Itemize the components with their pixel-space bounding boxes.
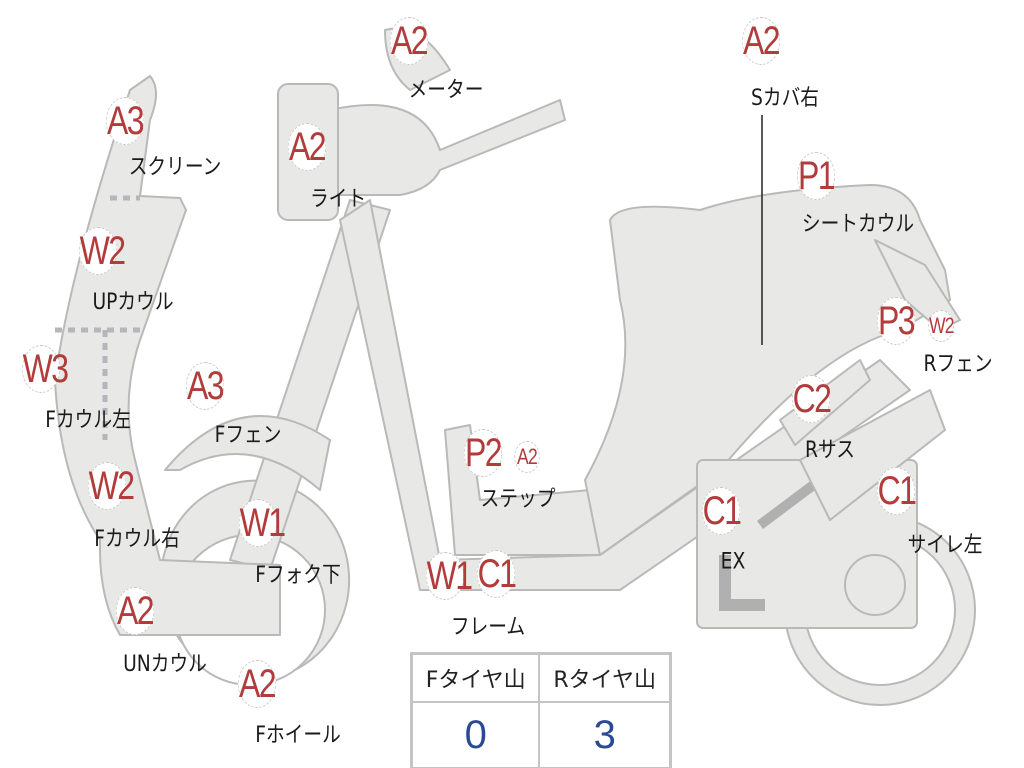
part-label: Rサス — [804, 438, 856, 463]
part-label: スクリーン — [128, 155, 222, 180]
part-label: EX — [720, 549, 746, 575]
damage-code-badge-secondary: W2 — [928, 310, 955, 342]
part-label: シートカウル — [801, 212, 915, 237]
damage-code-badge: A2 — [389, 17, 429, 65]
damage-code-badge: C1 — [876, 467, 917, 515]
damage-code-badge-secondary: C1 — [476, 550, 517, 598]
damage-code-badge: C2 — [791, 375, 832, 423]
damage-code-badge: W1 — [425, 552, 473, 600]
part-label: Fホイール — [255, 723, 341, 748]
body — [584, 184, 951, 556]
damage-code-badge: A2 — [237, 660, 277, 708]
damage-code-badge: P1 — [796, 152, 836, 200]
part-label: Sカバ右 — [751, 86, 819, 111]
damage-code-badge: A2 — [741, 17, 781, 65]
part-label: Fフェン — [214, 423, 282, 448]
damage-code-badge: W1 — [238, 499, 286, 547]
damage-code-badge: A2 — [287, 123, 327, 171]
rear-tire-header: Rタイヤ山 — [538, 652, 672, 703]
front-tire-value: 0 — [410, 701, 541, 768]
part-label: Rフェン — [923, 352, 993, 377]
damage-code-badge: W2 — [78, 227, 126, 275]
part-label: フレーム — [450, 615, 526, 640]
damage-code-badge: W3 — [21, 345, 69, 393]
front-tire-header: Fタイヤ山 — [410, 652, 541, 703]
handlebar — [329, 99, 566, 196]
damage-code-badge: P2 — [463, 429, 503, 477]
part-label: Fカウル左 — [45, 408, 131, 433]
front-fender — [164, 415, 331, 491]
part-label: サイレ左 — [907, 533, 983, 558]
part-label: Fカウル右 — [94, 527, 180, 552]
damage-code-badge: A3 — [105, 97, 145, 145]
part-label: UNカウル — [123, 652, 207, 677]
damage-code-badge: A2 — [115, 587, 155, 635]
damage-code-badge: A3 — [185, 362, 225, 410]
damage-code-badge: P3 — [876, 297, 916, 345]
tire-tread-table: Fタイヤ山 Rタイヤ山 0 3 — [410, 652, 672, 768]
part-label: UPカウル — [92, 290, 174, 315]
part-label: ステップ — [480, 487, 556, 512]
part-label: ライト — [309, 187, 367, 212]
rear-tire-value: 3 — [538, 701, 672, 768]
part-label: Fフォク下 — [255, 563, 341, 588]
damage-code-badge-secondary: A2 — [514, 441, 540, 473]
damage-code-badge: W2 — [87, 462, 135, 510]
rear-suspension — [799, 389, 946, 521]
damage-code-badge: C1 — [701, 487, 742, 535]
part-label: メーター — [408, 78, 484, 103]
